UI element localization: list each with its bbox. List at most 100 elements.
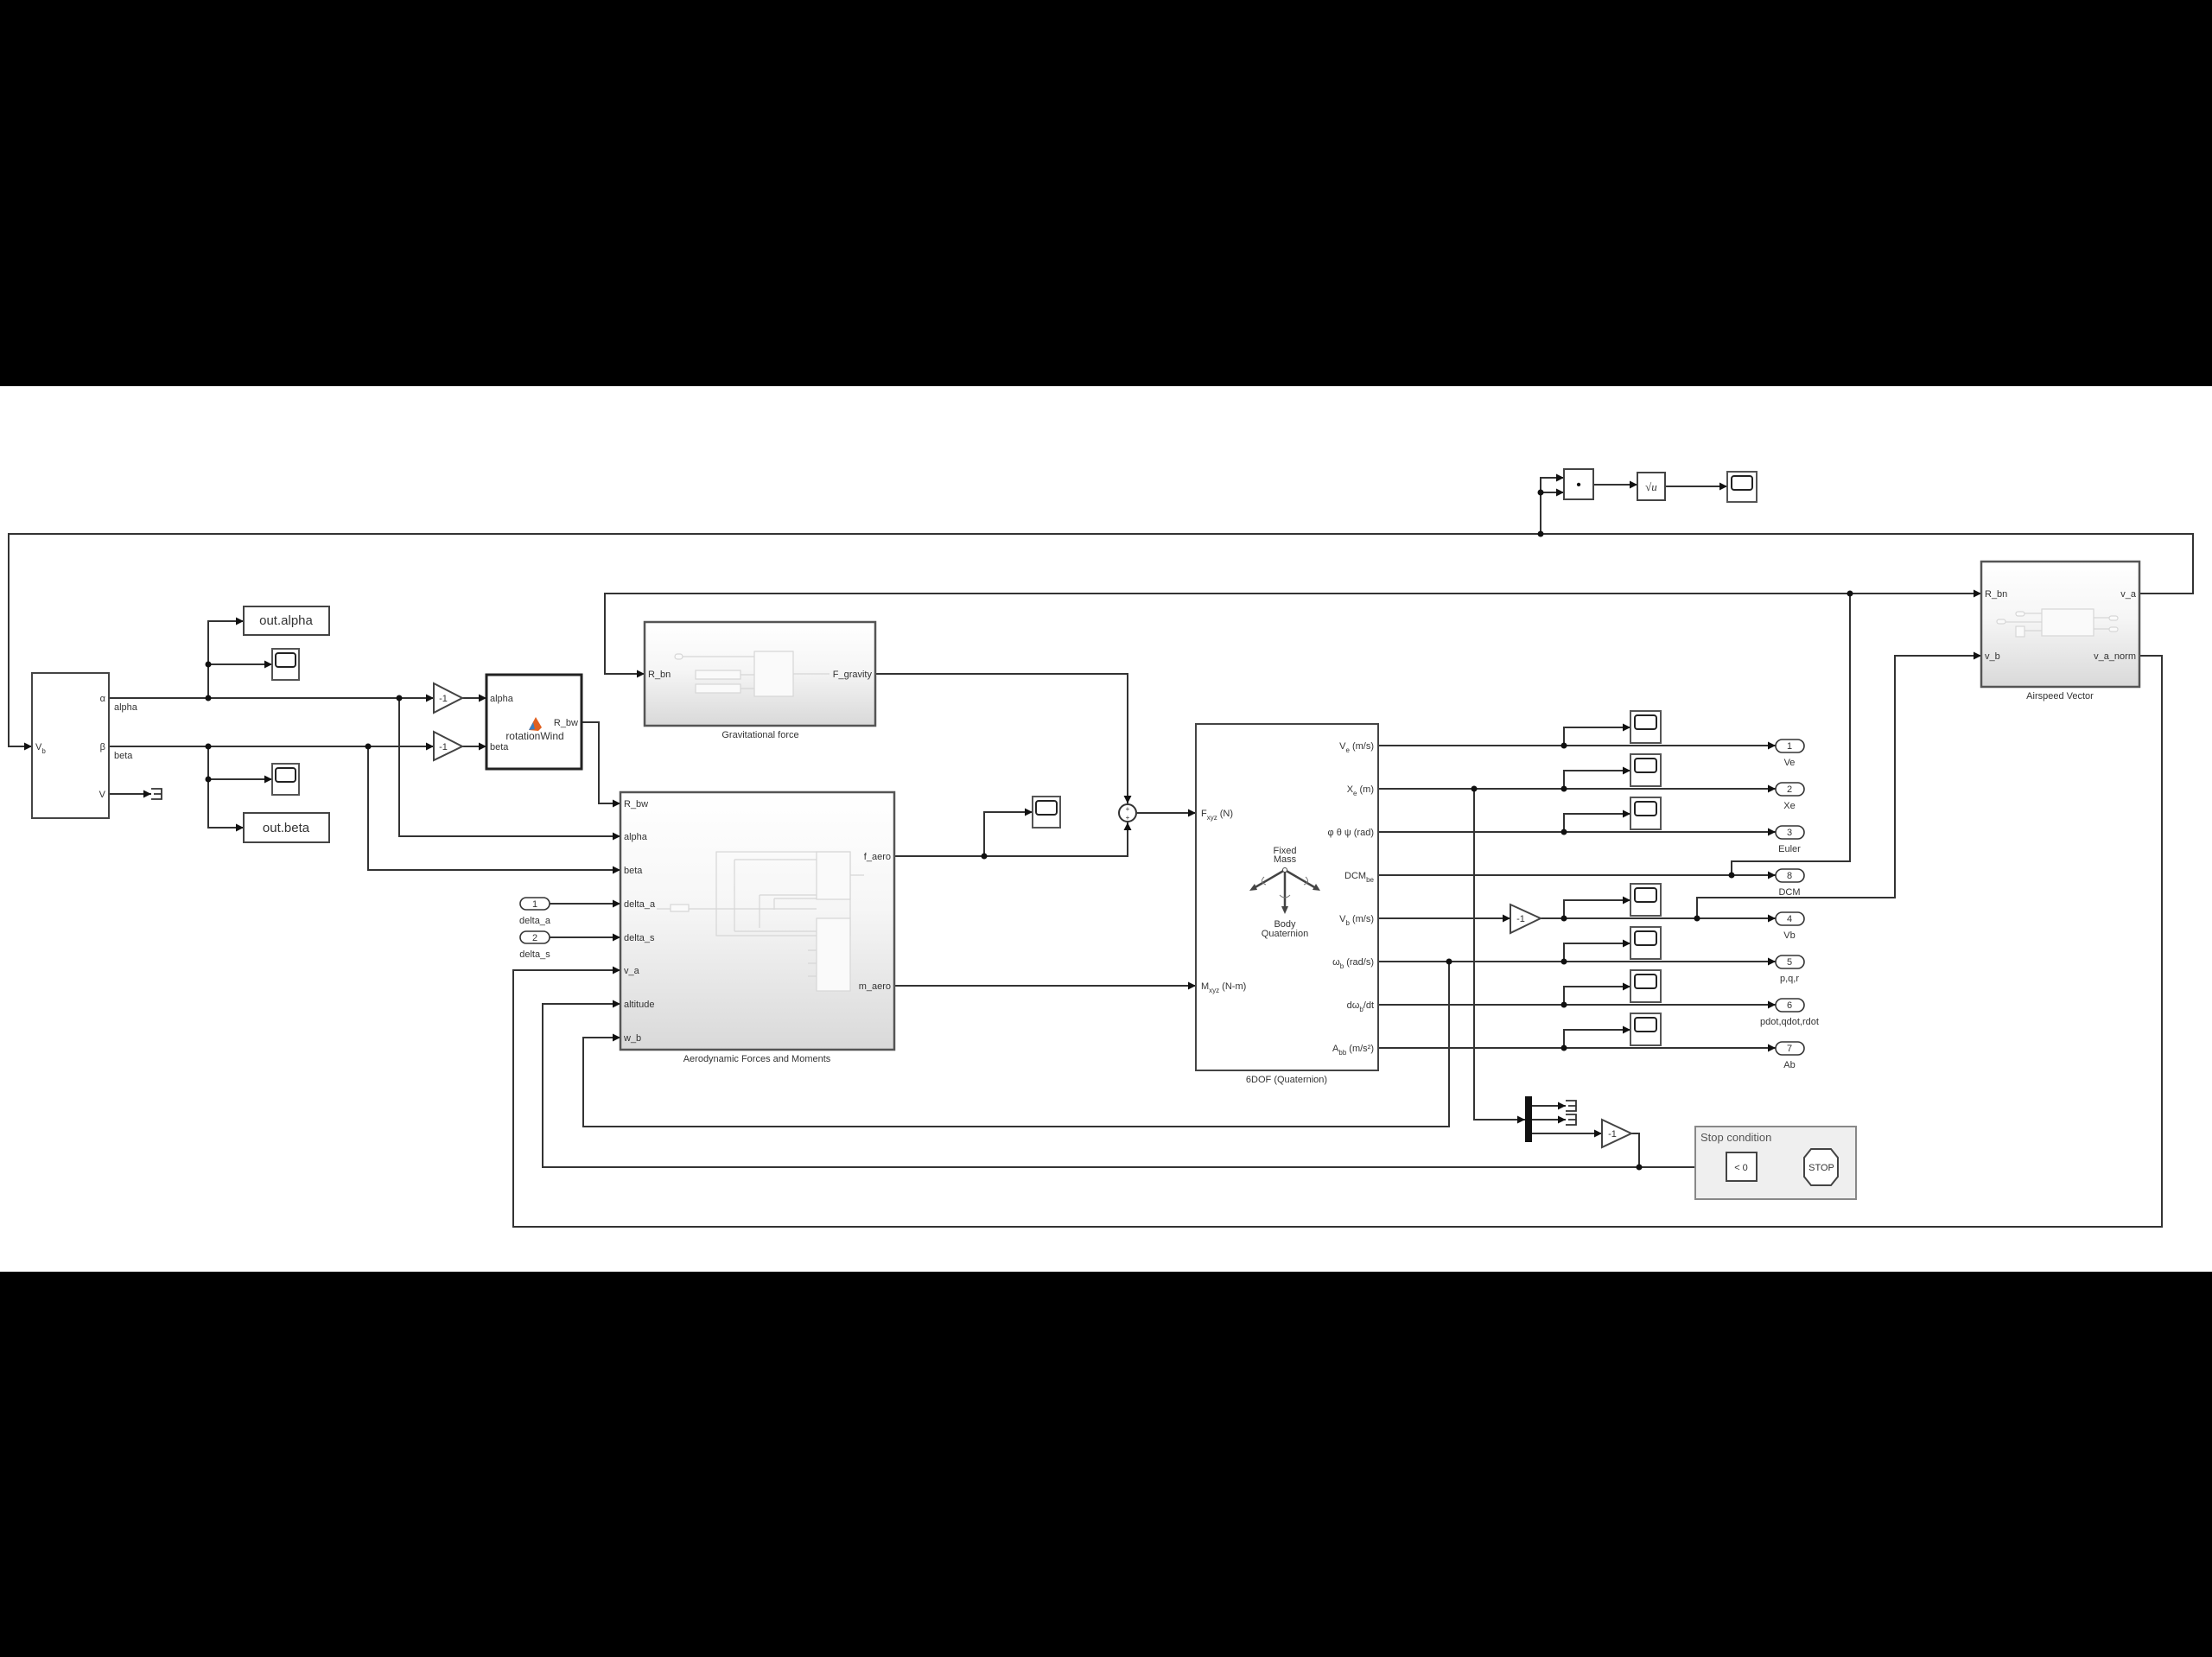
- gain-triangle[interactable]: [1510, 903, 1543, 935]
- signal-alpha-to-aero[interactable]: [398, 698, 620, 841]
- signal-dwb-to-scope[interactable]: [1563, 982, 1630, 1005]
- scope-screen: [1634, 930, 1657, 946]
- outport-oval[interactable]: [1775, 739, 1805, 753]
- aero-body[interactable]: [619, 790, 896, 1051]
- scope-block-xe[interactable]: [1630, 753, 1662, 787]
- gain-block-vb[interactable]: -1: [1510, 903, 1543, 935]
- inport-label: delta_s: [519, 949, 550, 960]
- compare-to-zero-block[interactable]: < 0: [1726, 1152, 1758, 1182]
- sum-block[interactable]: + +: [1118, 803, 1137, 822]
- stop-octagon-icon[interactable]: [1803, 1148, 1839, 1186]
- signal-euler-to-scope[interactable]: [1563, 809, 1630, 832]
- signal-beta-to-workspace[interactable]: [207, 746, 244, 832]
- signal-label-alpha[interactable]: alpha: [114, 702, 138, 713]
- signal-rbn-to-gravity[interactable]: [604, 593, 1850, 678]
- demux-block[interactable]: [1525, 1096, 1532, 1142]
- rotation-wind-block[interactable]: alpha beta R_bw rotationWind: [485, 673, 583, 771]
- scope-block-euler[interactable]: [1630, 797, 1662, 830]
- gain-block-beta[interactable]: -1: [433, 730, 465, 762]
- signal-fgravity[interactable]: [875, 673, 1132, 803]
- outport-oval[interactable]: [1775, 782, 1805, 797]
- outport-oval[interactable]: [1775, 955, 1805, 969]
- sixdof-title: 6DOF (Quaternion): [1246, 1075, 1327, 1085]
- outport-pqr[interactable]: 5p,q,r: [1775, 955, 1805, 984]
- gain-triangle[interactable]: [433, 730, 465, 762]
- sum-circle[interactable]: [1118, 803, 1137, 822]
- signal-altitude-feedback[interactable]: [542, 1000, 1639, 1168]
- signal-faero[interactable]: [894, 822, 1132, 857]
- to-workspace-beta-body[interactable]: [243, 812, 330, 843]
- signal-vb-to-airspeed[interactable]: [1696, 651, 1981, 918]
- terminator-icon[interactable]: [1566, 1114, 1577, 1126]
- outport-number: 4: [1787, 914, 1792, 924]
- scope-block-alpha[interactable]: [271, 648, 300, 681]
- terminator-icon[interactable]: [1566, 1100, 1577, 1112]
- signal-altitude[interactable]: [1631, 1133, 1640, 1167]
- inport-oval[interactable]: [519, 897, 550, 911]
- gain-triangle[interactable]: [1601, 1118, 1634, 1149]
- signal-wb-feedback[interactable]: [582, 962, 1450, 1127]
- signal-vb-to-scope[interactable]: [1563, 896, 1630, 918]
- signal-alpha-to-workspace[interactable]: [207, 617, 244, 698]
- outport-vb[interactable]: 4Vb: [1775, 911, 1805, 941]
- signal-va-feedback[interactable]: [8, 533, 2194, 751]
- outport-oval[interactable]: [1775, 868, 1805, 883]
- gain-block-alpha[interactable]: -1: [433, 682, 465, 714]
- gravitational-force-subsystem[interactable]: R_bn F_gravity Gravitational force: [643, 620, 877, 740]
- outport-oval[interactable]: [1775, 825, 1805, 840]
- vb-to-alpha-beta-block[interactable]: Vb α β V: [31, 672, 110, 819]
- outport-xe[interactable]: 2Xe: [1775, 782, 1805, 811]
- compare-body[interactable]: [1726, 1152, 1758, 1182]
- to-workspace-alpha[interactable]: out.alpha: [243, 606, 330, 636]
- branch-point: [205, 776, 212, 783]
- outport-ab[interactable]: 7Ab: [1775, 1041, 1805, 1070]
- stop-condition-area[interactable]: Stop condition < 0 STOP: [1694, 1126, 1857, 1200]
- signal-rbw[interactable]: [582, 721, 620, 808]
- signal-dcm-branch[interactable]: [1731, 594, 1851, 875]
- signal-ab-to-scope[interactable]: [1563, 1025, 1630, 1048]
- outport-oval[interactable]: [1775, 1041, 1805, 1056]
- scope-block-ve[interactable]: [1630, 710, 1662, 744]
- dot-product-body[interactable]: [1563, 468, 1594, 500]
- scope-block-ab[interactable]: [1630, 1013, 1662, 1046]
- sixdof-quaternion-block[interactable]: Fxyz(N) Mxyz(N-m) Ve(m/s) Xe(m) φ θ ψ(ra…: [1195, 723, 1379, 1085]
- outport-oval[interactable]: [1775, 998, 1805, 1013]
- outport-ve[interactable]: 1Ve: [1775, 739, 1805, 768]
- scope-block-airspeed-norm[interactable]: [1726, 471, 1758, 503]
- signal-xe-to-scope[interactable]: [1563, 766, 1630, 789]
- aerodynamic-forces-subsystem[interactable]: R_bw alpha beta delta_a delta_s v_a alti…: [619, 790, 896, 1064]
- signal-va-norm-feedback[interactable]: [512, 655, 2163, 1228]
- scope-block-vb[interactable]: [1630, 883, 1662, 917]
- inport-delta-a[interactable]: 1 delta_a: [519, 897, 551, 926]
- signal-label-beta[interactable]: beta: [114, 751, 133, 761]
- vb-block-body[interactable]: [31, 672, 110, 819]
- sqrt-block[interactable]: √u: [1637, 472, 1666, 501]
- signal-ve-to-scope[interactable]: [1563, 723, 1630, 746]
- inport-delta-s[interactable]: 2 delta_s: [519, 930, 550, 960]
- signal-wb-to-scope[interactable]: [1563, 939, 1630, 962]
- scope-block-beta[interactable]: [271, 763, 300, 796]
- inport-oval[interactable]: [519, 930, 550, 944]
- outport-oval[interactable]: [1775, 911, 1805, 926]
- scope-block-dwb[interactable]: [1630, 969, 1662, 1003]
- signal-dot-in1[interactable]: [1540, 473, 1564, 534]
- gain-triangle[interactable]: [433, 682, 465, 714]
- dot-product-block[interactable]: •: [1563, 468, 1594, 500]
- to-workspace-beta-label: out.beta: [263, 821, 310, 835]
- sqrt-body[interactable]: [1637, 472, 1666, 501]
- signal-xe-to-demux[interactable]: [1473, 789, 1525, 1124]
- to-workspace-alpha-body[interactable]: [243, 606, 330, 636]
- to-workspace-beta[interactable]: out.beta: [243, 812, 330, 843]
- signal-beta-to-aero[interactable]: [367, 746, 620, 874]
- terminator-icon[interactable]: [151, 788, 162, 800]
- scope-block-faero[interactable]: [1032, 796, 1061, 828]
- scope-block-wb[interactable]: [1630, 926, 1662, 960]
- airspeed-vector-subsystem[interactable]: R_bn v_b v_a v_a_norm Airspeed Vector: [1980, 560, 2141, 702]
- signal-faero-to-scope[interactable]: [983, 808, 1033, 856]
- gain-block-altitude[interactable]: -1: [1601, 1118, 1634, 1149]
- stop-simulation-block[interactable]: STOP: [1803, 1148, 1839, 1186]
- gravity-out-port: F_gravity: [833, 670, 873, 680]
